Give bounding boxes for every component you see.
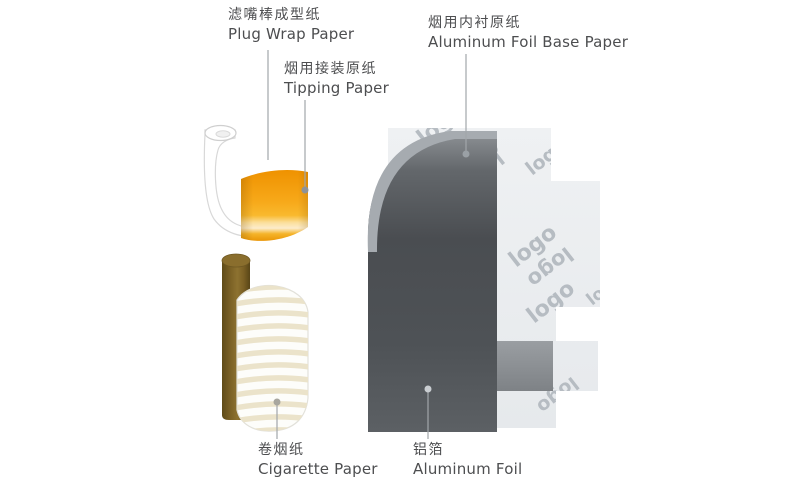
leader-lines bbox=[267, 50, 467, 439]
aluminum-foil-roll bbox=[367, 131, 553, 432]
label-cigarette-en: Cigarette Paper bbox=[258, 460, 378, 478]
filter-rod-top bbox=[221, 253, 251, 268]
label-tipping-paper: 烟用接装原纸 Tipping Paper bbox=[284, 60, 389, 98]
label-plug-wrap-paper: 滤嘴棒成型纸 Plug Wrap Paper bbox=[228, 6, 354, 44]
label-plug-wrap-en: Plug Wrap Paper bbox=[228, 25, 355, 43]
aluminum-foil-curl-highlight bbox=[367, 131, 497, 252]
marker-dot-foil bbox=[424, 385, 432, 393]
cigarette-paper-roll bbox=[236, 284, 309, 432]
label-cigarette-paper: 卷烟纸 Cigarette Paper bbox=[258, 441, 378, 479]
label-foil-base-paper: 烟用内衬原纸 Aluminum Foil Base Paper bbox=[428, 14, 628, 52]
label-aluminum-foil: 铝箔 Aluminum Foil bbox=[413, 441, 522, 479]
label-tipping-zh: 烟用接装原纸 bbox=[284, 61, 377, 77]
label-plug-wrap-zh: 滤嘴棒成型纸 bbox=[228, 7, 321, 23]
aluminum-foil-edge-tab bbox=[497, 341, 553, 391]
label-foil-en: Aluminum Foil bbox=[413, 460, 523, 478]
label-tipping-en: Tipping Paper bbox=[284, 79, 389, 97]
plug-wrap-roll-core bbox=[215, 130, 231, 138]
label-cigarette-zh: 卷烟纸 bbox=[258, 442, 305, 458]
marker-dot-cigarette bbox=[273, 398, 281, 406]
label-foil-zh: 铝箔 bbox=[413, 442, 444, 458]
aluminum-foil-body bbox=[367, 135, 497, 432]
label-foil-base-zh: 烟用内衬原纸 bbox=[428, 15, 521, 31]
tipping-paper-sheet bbox=[241, 170, 308, 241]
marker-dot-tipping bbox=[301, 186, 309, 194]
marker-dot-foil-base bbox=[462, 150, 470, 158]
plug-wrap-sheet bbox=[203, 129, 260, 237]
label-foil-base-en: Aluminum Foil Base Paper bbox=[428, 33, 629, 51]
plug-wrap-roll bbox=[203, 124, 260, 237]
